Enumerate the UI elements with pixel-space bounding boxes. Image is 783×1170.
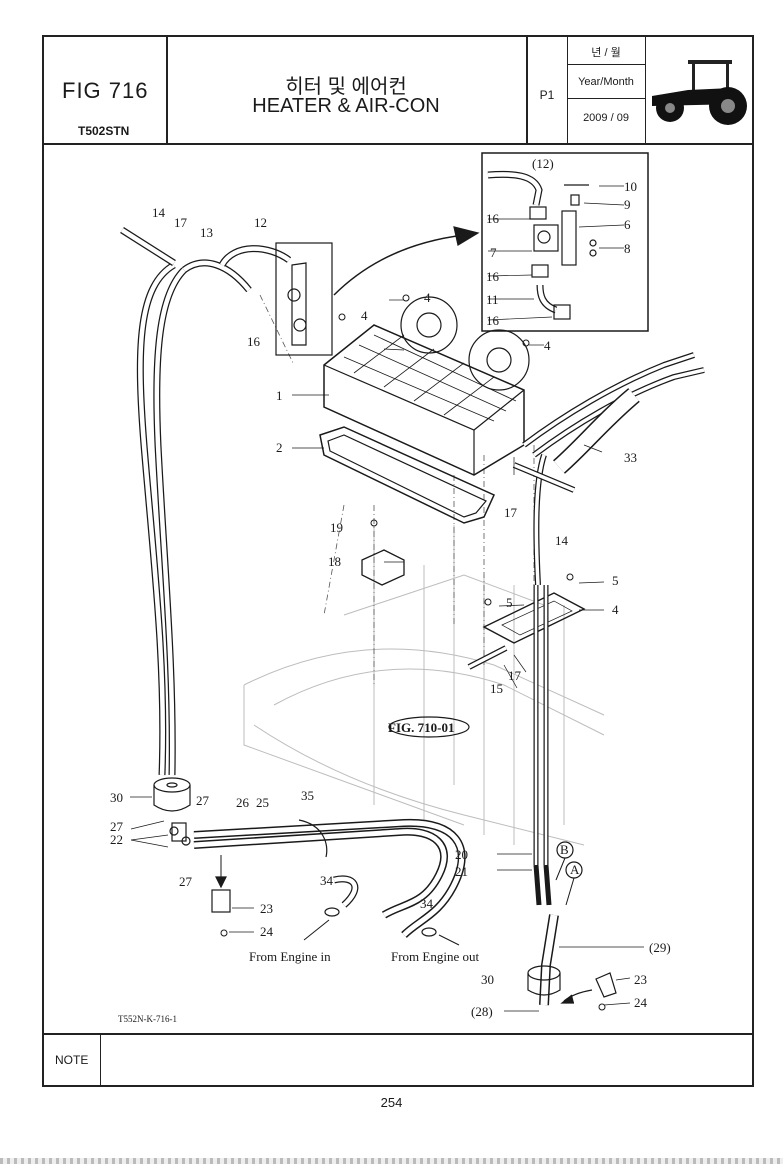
cab-frame-background [243, 525, 605, 846]
callout-28: (28) [471, 1004, 493, 1019]
detail-callout-12: (12) [532, 156, 554, 171]
engine-out-label: From Engine out [391, 949, 479, 964]
callout-17-low: 17 [508, 668, 522, 683]
note-top-line [42, 1033, 754, 1035]
figure-number: FIG 716 [62, 78, 149, 103]
blower-fan-2 [468, 329, 530, 391]
detail-callout-16-mid: 16 [486, 269, 500, 284]
scan-edge [0, 1158, 783, 1164]
callout-22: 22 [110, 832, 123, 847]
callout-23-left: 23 [260, 901, 273, 916]
callout-4-left: 4 [361, 308, 368, 323]
header-divider-2 [526, 35, 528, 145]
callout-5-mid: 5 [506, 595, 513, 610]
callout-2: 2 [276, 440, 283, 455]
callout-4-cover: 4 [612, 602, 619, 617]
connector-b-label: B [560, 842, 569, 857]
note-divider [100, 1033, 101, 1087]
callout-34-right: 34 [420, 896, 434, 911]
page-number: 254 [380, 1095, 403, 1110]
year-month-label: Year/Month [578, 76, 634, 88]
callout-5-top: 5 [612, 573, 619, 588]
callout-15: 15 [490, 681, 503, 696]
year-month-label-korean: 년 / 월 [591, 47, 621, 59]
note-label: NOTE [55, 1053, 89, 1067]
evaporator-cover [482, 592, 586, 644]
callout-14-right: 14 [555, 533, 569, 548]
gasket [319, 426, 495, 524]
detail-callout-6: 6 [624, 217, 631, 232]
title-english: HEATER & AIR-CON [252, 95, 440, 117]
detail-callout-16-low: 16 [486, 313, 500, 328]
assembly-leaders [259, 294, 535, 705]
heater-unit [323, 324, 525, 476]
tractor-icon [652, 60, 747, 125]
page-frame [42, 35, 754, 1087]
detail-callout-9: 9 [624, 197, 631, 212]
callout-20: 20 [455, 847, 468, 862]
callout-19: 19 [330, 520, 343, 535]
connector-a-label: A [570, 862, 580, 877]
callout-29: (29) [649, 940, 671, 955]
title-korean: 히터 및 에어컨 [285, 76, 407, 98]
callout-35: 35 [301, 788, 314, 803]
callout-26: 26 [236, 795, 250, 810]
ref-fig-ellipse [388, 716, 470, 738]
callout-30-right: 30 [481, 972, 494, 987]
callout-21: 21 [455, 864, 468, 879]
callout-12: 12 [254, 215, 267, 230]
heater-aircon-diagram: 14 17 13 12 16 1 2 4 4 4 33 17 14 19 18 … [110, 152, 705, 1024]
callout-23-right: 23 [634, 972, 647, 987]
year-month-line-1 [567, 64, 645, 65]
blower-fan-1 [400, 296, 458, 354]
detail-callout-7: 7 [490, 245, 497, 260]
callout-25: 25 [256, 795, 269, 810]
engine-in-label: From Engine in [249, 949, 331, 964]
drawing-code: T552N-K-716-1 [118, 1014, 177, 1024]
callout-17: 17 [174, 215, 188, 230]
callout-4-right: 4 [544, 338, 551, 353]
callout-27-top: 27 [196, 793, 210, 808]
relay-module [361, 549, 405, 586]
detail-callout-10: 10 [624, 179, 637, 194]
callout-17-mid: 17 [504, 505, 518, 520]
detail-callout-11: 11 [486, 292, 499, 307]
detail-callout-8: 8 [624, 241, 631, 256]
callout-4-top: 4 [424, 290, 431, 305]
callout-16: 16 [247, 334, 261, 349]
detail-callout-16-top: 16 [486, 211, 500, 226]
callout-1: 1 [276, 388, 283, 403]
page-code: P1 [539, 88, 555, 102]
callout-18: 18 [328, 554, 341, 569]
callout-34-left: 34 [320, 873, 334, 888]
callout-33: 33 [624, 450, 637, 465]
callout-13: 13 [200, 225, 213, 240]
callout-27-low: 27 [179, 874, 193, 889]
header-bottom-line [42, 143, 754, 145]
callout-27-left: 27 [110, 819, 124, 834]
header-divider-4 [645, 35, 646, 145]
year-month-value: 2009 / 09 [583, 112, 629, 124]
year-month-line-2 [567, 98, 645, 99]
callout-30-left: 30 [110, 790, 123, 805]
callout-14: 14 [152, 205, 166, 220]
ref-figure-label: FIG. 710-01 [388, 720, 454, 735]
header-divider-3 [567, 35, 568, 145]
callout-24-right: 24 [634, 995, 648, 1010]
header-divider-1 [166, 35, 168, 145]
model-code: T502STN [78, 124, 130, 138]
callout-24-left: 24 [260, 924, 274, 939]
